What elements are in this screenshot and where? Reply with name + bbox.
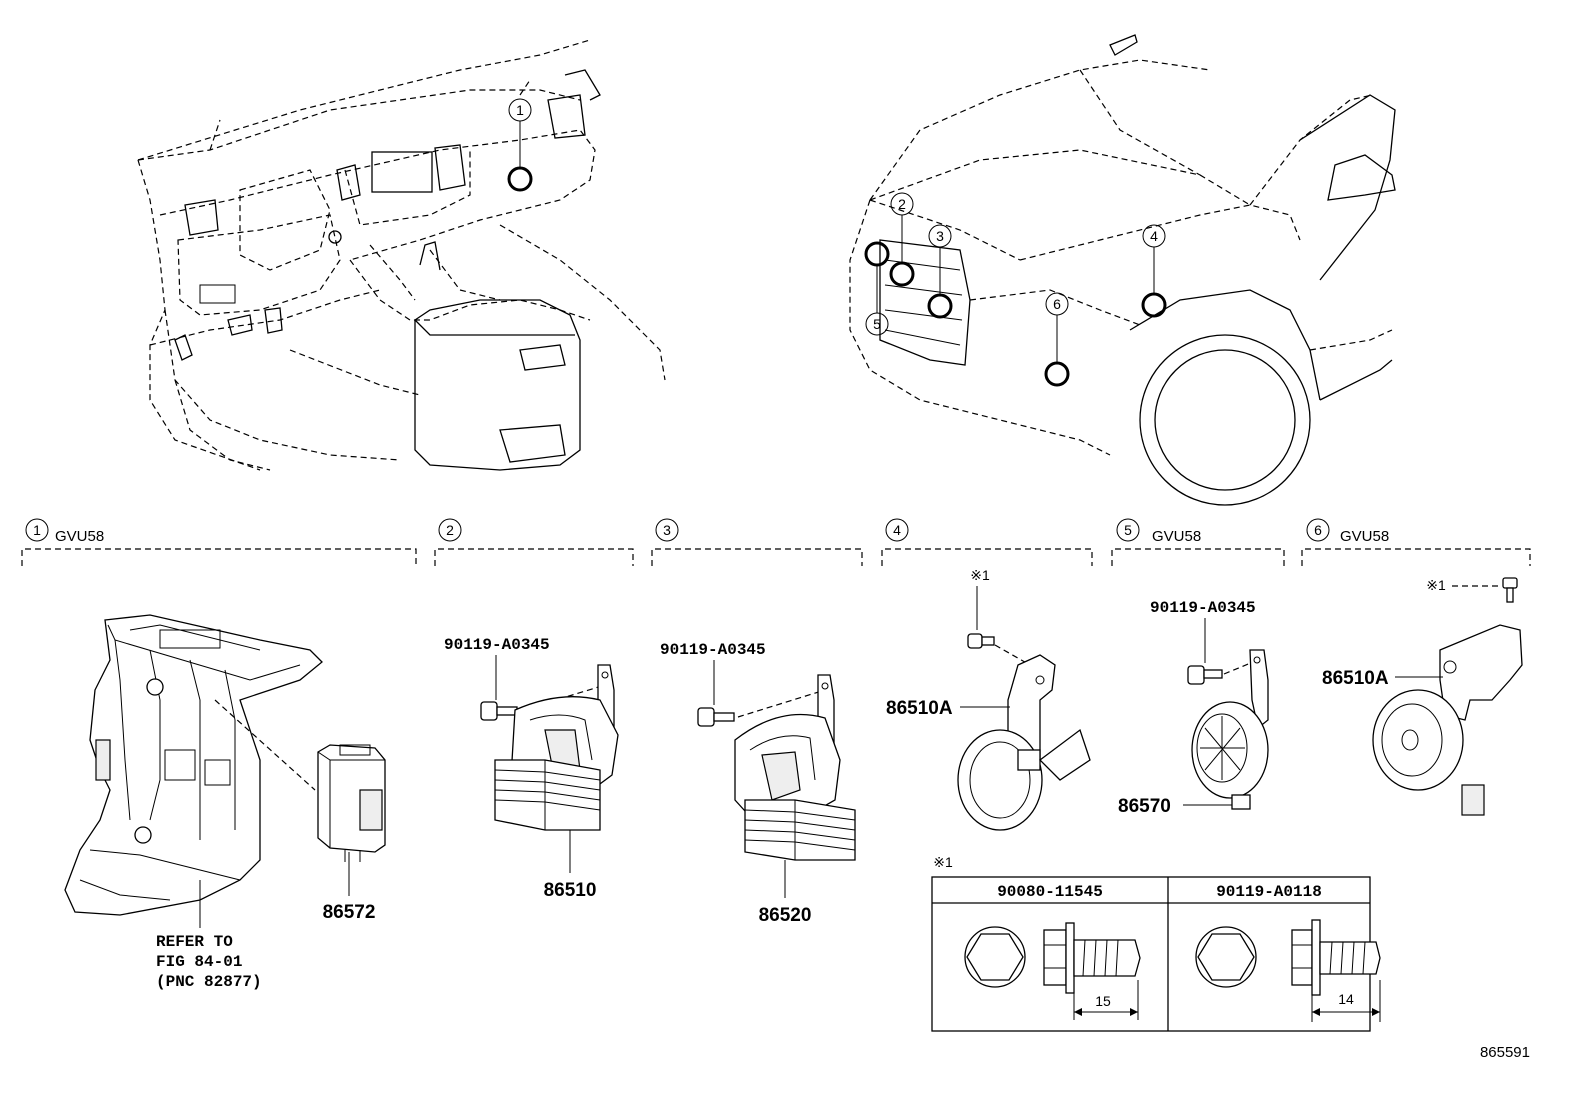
part-number-90119-A0345-sec5: 90119-A0345 (1150, 599, 1256, 617)
table-note-mark: ※1 (933, 854, 953, 870)
section-5-parts: 90119-A0345 86570 (1118, 599, 1269, 817)
section-1-badge (25, 518, 49, 542)
section-6-badge (1306, 518, 1330, 542)
horn-86510A-sec6 (1372, 624, 1523, 816)
bolt-90119-A0345-sec3 (697, 707, 735, 727)
location-marker-3 (927, 293, 953, 319)
location-marker-6 (1044, 361, 1070, 387)
mounting-bracket (64, 614, 323, 916)
bolt-note1-sec6 (1502, 577, 1518, 603)
section-3-badge (655, 518, 679, 542)
section-6-parts: ※1 86510A (1322, 577, 1523, 816)
part-number-90119-A0345-sec2: 90119-A0345 (444, 636, 550, 654)
section-2-parts: 90119-A0345 86510 (444, 636, 619, 901)
control-module-86572 (317, 744, 386, 862)
section-1-number: 1 (33, 522, 41, 538)
callout-4-label: 4 (1150, 228, 1158, 244)
location-marker-2 (889, 261, 915, 287)
part-number-86510: 86510 (544, 880, 597, 901)
dashboard-overview (137, 39, 666, 471)
section-6-number: 6 (1314, 522, 1322, 538)
section-4-number: 4 (893, 522, 901, 538)
table-header-90080-11545: 90080-11545 (997, 883, 1103, 901)
section-4-badge (885, 518, 909, 542)
fastener-table: ※1 90080-11545 90119-A0118 15 (931, 854, 1381, 1032)
part-number-86510A-sec6: 86510A (1322, 668, 1389, 689)
dimension-14: 14 (1338, 991, 1354, 1007)
horn-86510A-sec4 (957, 654, 1091, 831)
bolt-90119-A0345-sec5 (1187, 665, 1223, 685)
part-number-90119-A0345-sec3: 90119-A0345 (660, 641, 766, 659)
callout-1-label: 1 (516, 102, 524, 118)
bolt-90080-11545-drawing (964, 922, 1141, 1020)
callout-6-label: 6 (1053, 296, 1061, 312)
note-mark-sec4: ※1 (970, 567, 990, 583)
horn-86510 (494, 664, 619, 831)
location-marker-1 (507, 166, 533, 192)
dimension-15: 15 (1095, 993, 1111, 1009)
note-mark-sec6: ※1 (1426, 577, 1446, 593)
horn-86520 (734, 674, 856, 861)
callout-5 (865, 312, 889, 336)
vehicle-front-overview (849, 34, 1396, 506)
callout-3-label: 3 (936, 228, 944, 244)
table-header-90119-A0118: 90119-A0118 (1216, 883, 1322, 901)
part-number-86570: 86570 (1118, 796, 1171, 817)
bolt-note1-sec4 (967, 633, 995, 649)
section-1-parts: 86572 REFER TO FIG 84-01 (PNC 82877) (64, 614, 386, 991)
location-marker-4 (1141, 292, 1167, 318)
refer-to-line3: (PNC 82877) (156, 973, 262, 991)
section-5-number: 5 (1124, 522, 1132, 538)
location-marker-5 (864, 241, 890, 267)
section-headers: 1 GVU58 2 3 4 5 GVU58 6 GVU58 (21, 518, 1531, 566)
bolt-90119-A0118-drawing (1195, 919, 1381, 1022)
section-6-variant: GVU58 (1340, 528, 1389, 545)
section-3-parts: 90119-A0345 86520 (660, 641, 856, 926)
section-2-badge (438, 518, 462, 542)
part-number-86572: 86572 (323, 902, 376, 923)
section-4-parts: ※1 86510A (886, 567, 1091, 831)
section-2-number: 2 (446, 522, 454, 538)
section-5-badge (1116, 518, 1140, 542)
siren-86570 (1191, 649, 1269, 810)
callout-2-label: 2 (898, 196, 906, 212)
section-1-variant: GVU58 (55, 528, 104, 545)
refer-to-line2: FIG 84-01 (156, 953, 242, 971)
diagram-id: 865591 (1480, 1044, 1530, 1061)
callout-5-label: 5 (873, 316, 881, 332)
section-3-number: 3 (663, 522, 671, 538)
part-number-86510A-sec4: 86510A (886, 698, 953, 719)
section-5-variant: GVU58 (1152, 528, 1201, 545)
refer-to-line1: REFER TO (156, 933, 233, 951)
overview-callouts: 1 2 3 4 5 6 (507, 98, 1167, 387)
bolt-90119-A0345-sec2 (480, 701, 518, 721)
part-number-86520: 86520 (759, 905, 812, 926)
